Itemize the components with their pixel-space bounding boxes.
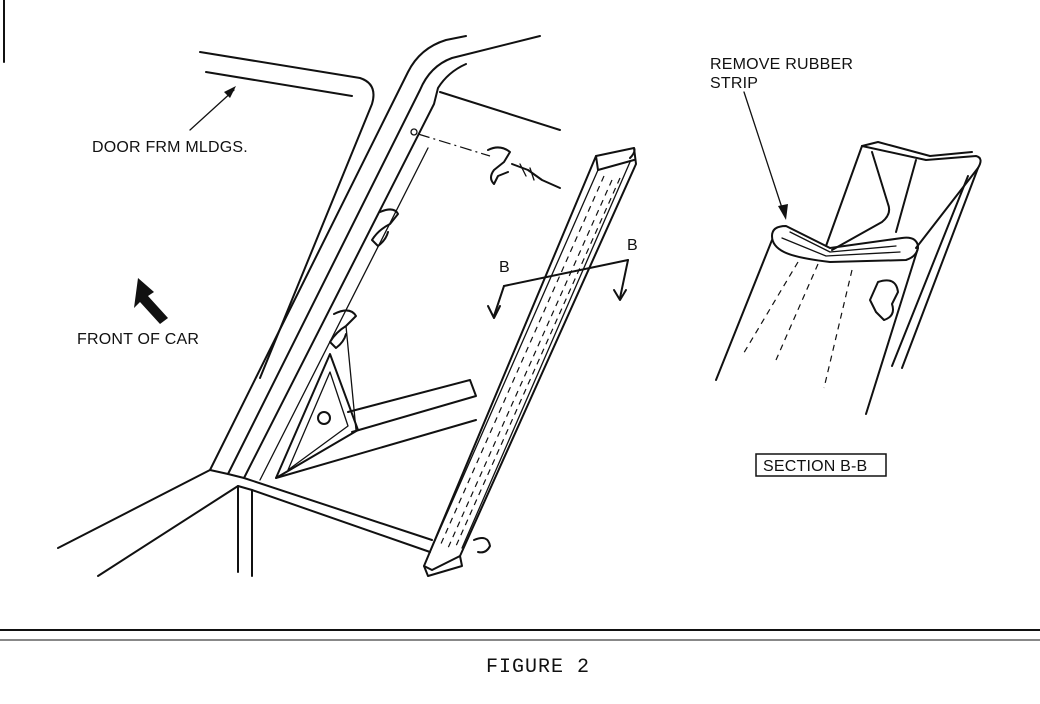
section-arrowhead-left [487,305,501,319]
molding-right-edge [865,247,919,415]
hidden-line-1 [741,261,799,357]
retainer-clip [487,146,511,185]
pillar-outer-edge [209,35,467,471]
molding-left-edge [715,239,773,381]
window-frame-top-inner [205,71,353,97]
door-frame-drawing [57,35,561,577]
molding-outline [423,147,637,571]
section-right-wall [901,167,979,369]
section-left-wall-top [825,145,863,247]
section-mark-right: B [627,237,638,254]
door-lower-edge-2 [97,485,431,577]
hidden-line-3 [823,269,853,389]
molding-edge-a [429,169,599,553]
section-arrow-right [619,259,629,299]
section-mark-left: B [499,259,510,276]
leader-arrows [134,86,788,324]
assembly-line [417,133,491,157]
door-frame-moldings-label: DOOR FRM MLDGS. [92,139,248,156]
screw-shank [511,163,561,189]
section-top-flange [861,145,982,249]
front-of-car-arrow [134,278,168,324]
molding-tab [473,537,491,554]
section-arrowhead-right [613,289,627,301]
section-inner-fold [831,151,891,251]
molding-hidden-b [447,179,613,549]
section-clip [869,279,899,321]
section-b-b-box [755,453,887,477]
pillar-inner-lip [243,63,467,479]
screw-hole [410,128,418,136]
pillar-inner-edge [227,35,541,475]
door-belt-line [275,419,477,479]
rubber-strip-leader [743,91,785,215]
window-opening-top [439,91,561,131]
section-b-b-label: SECTION B-B [763,458,867,475]
screw-threads [519,163,535,181]
clip-upper [371,208,399,247]
section-top-flange-2 [861,141,973,157]
rubber-strip-inner-1 [781,237,901,257]
pillar-channel [259,147,429,481]
door-lower-edge [57,469,433,549]
hidden-line-2 [775,263,819,361]
rubber-strip-leader-head [778,204,788,220]
figure-caption: FIGURE 2 [486,656,590,679]
molding-hidden-c [455,177,621,547]
door-frame-leader [189,89,235,131]
window-frame-top [199,51,375,379]
molding-top-face [595,155,635,171]
section-inner-wall [895,159,917,233]
gusset-inner [287,371,349,471]
molding-edge-b [461,161,631,549]
molding-bottom-face [423,555,463,577]
molding-strip [423,147,637,577]
gusset-hole [317,411,331,425]
molding-top-cap [629,147,636,159]
section-arrow-left [493,285,505,317]
door-frame-leader-head [224,86,236,98]
remove-rubber-strip-label-1: REMOVE RUBBER [710,56,853,73]
section-b-b-detail [715,141,982,415]
front-of-car-label: FRONT OF CAR [77,331,199,348]
window-opening-bottom [347,379,477,433]
molding-hidden-a [439,175,605,547]
gusset [275,353,359,479]
remove-rubber-strip-label-2: STRIP [710,75,758,92]
section-right-wall-inner [891,175,969,367]
clip-lower [329,309,357,349]
gusset-line [345,325,357,431]
rubber-strip-inner-2 [789,231,897,253]
section-cut-line [503,259,629,287]
